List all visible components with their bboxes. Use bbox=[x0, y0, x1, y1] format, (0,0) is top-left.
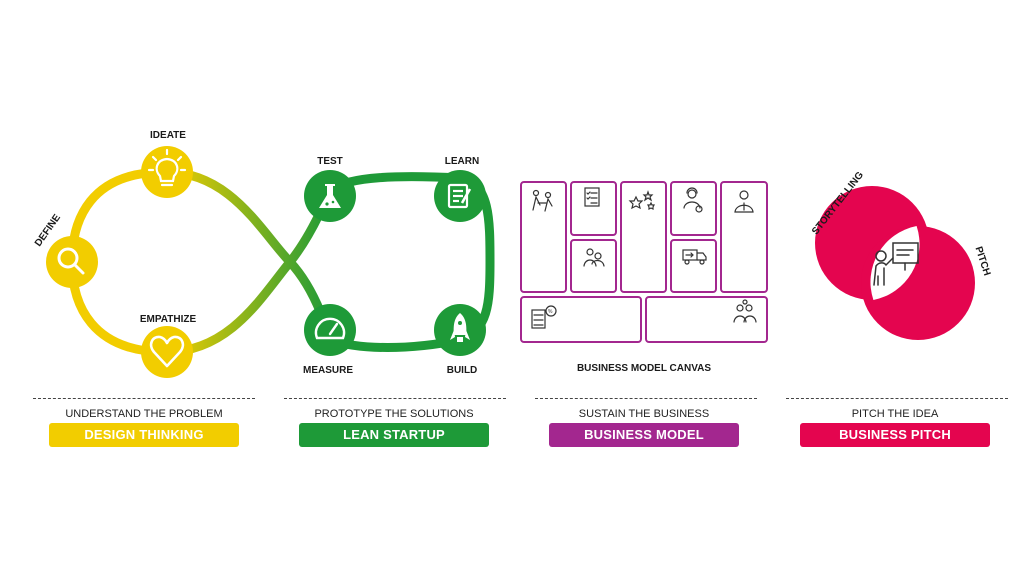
lean-subtitle: PROTOTYPE THE SOLUTIONS bbox=[314, 408, 474, 420]
presenter-icon bbox=[873, 242, 919, 286]
calculator-icon: % bbox=[531, 305, 557, 329]
infinity-loop bbox=[67, 167, 495, 357]
search-icon bbox=[57, 247, 85, 275]
step-label-empathize: EMPATHIZE bbox=[140, 314, 197, 325]
flask-icon bbox=[319, 184, 341, 208]
notepad-icon bbox=[447, 183, 472, 209]
learn-node bbox=[434, 170, 486, 222]
pitch-subtitle: PITCH THE IDEA bbox=[851, 408, 939, 420]
ideate-node bbox=[141, 146, 193, 198]
customer-support-icon bbox=[683, 187, 703, 213]
test-node bbox=[304, 170, 356, 222]
revenue-people-icon bbox=[733, 299, 757, 323]
divider-pitch bbox=[786, 398, 1008, 399]
heart-icon bbox=[149, 335, 185, 368]
delivery-truck-icon bbox=[682, 249, 707, 265]
svg-text:%: % bbox=[548, 309, 553, 315]
step-label-measure: MEASURE bbox=[303, 365, 353, 376]
divider-design bbox=[33, 398, 255, 399]
pitch-venn bbox=[815, 186, 975, 340]
gauge-icon bbox=[314, 317, 346, 340]
empathize-node bbox=[141, 326, 193, 378]
divider-lean bbox=[284, 398, 506, 399]
partners-icon bbox=[532, 189, 553, 212]
rocket-icon bbox=[450, 313, 470, 342]
business-model-canvas bbox=[520, 181, 768, 343]
business-model-badge: BUSINESS MODEL bbox=[549, 423, 739, 447]
business-pitch-badge: BUSINESS PITCH bbox=[800, 423, 990, 447]
step-label-ideate: IDEATE bbox=[150, 130, 186, 141]
define-node bbox=[46, 236, 98, 288]
customer-icon bbox=[734, 190, 754, 213]
business-subtitle: SUSTAIN THE BUSINESS bbox=[578, 408, 710, 420]
canvas-label: BUSINESS MODEL CANVAS bbox=[577, 363, 711, 374]
step-label-learn: LEARN bbox=[445, 156, 479, 167]
divider-business bbox=[535, 398, 757, 399]
stars-icon bbox=[628, 190, 655, 210]
pitch-right-label: PITCH bbox=[973, 245, 993, 277]
measure-node bbox=[304, 304, 356, 356]
lean-startup-badge: LEAN STARTUP bbox=[299, 423, 489, 447]
step-label-build: BUILD bbox=[447, 365, 478, 376]
design-subtitle: UNDERSTAND THE PROBLEM bbox=[65, 408, 223, 420]
build-node bbox=[434, 304, 486, 356]
checklist-icon bbox=[584, 187, 600, 207]
lightbulb-icon bbox=[147, 148, 187, 187]
design-thinking-badge: DESIGN THINKING bbox=[49, 423, 239, 447]
step-label-test: TEST bbox=[317, 156, 343, 167]
resources-icon bbox=[583, 248, 605, 267]
